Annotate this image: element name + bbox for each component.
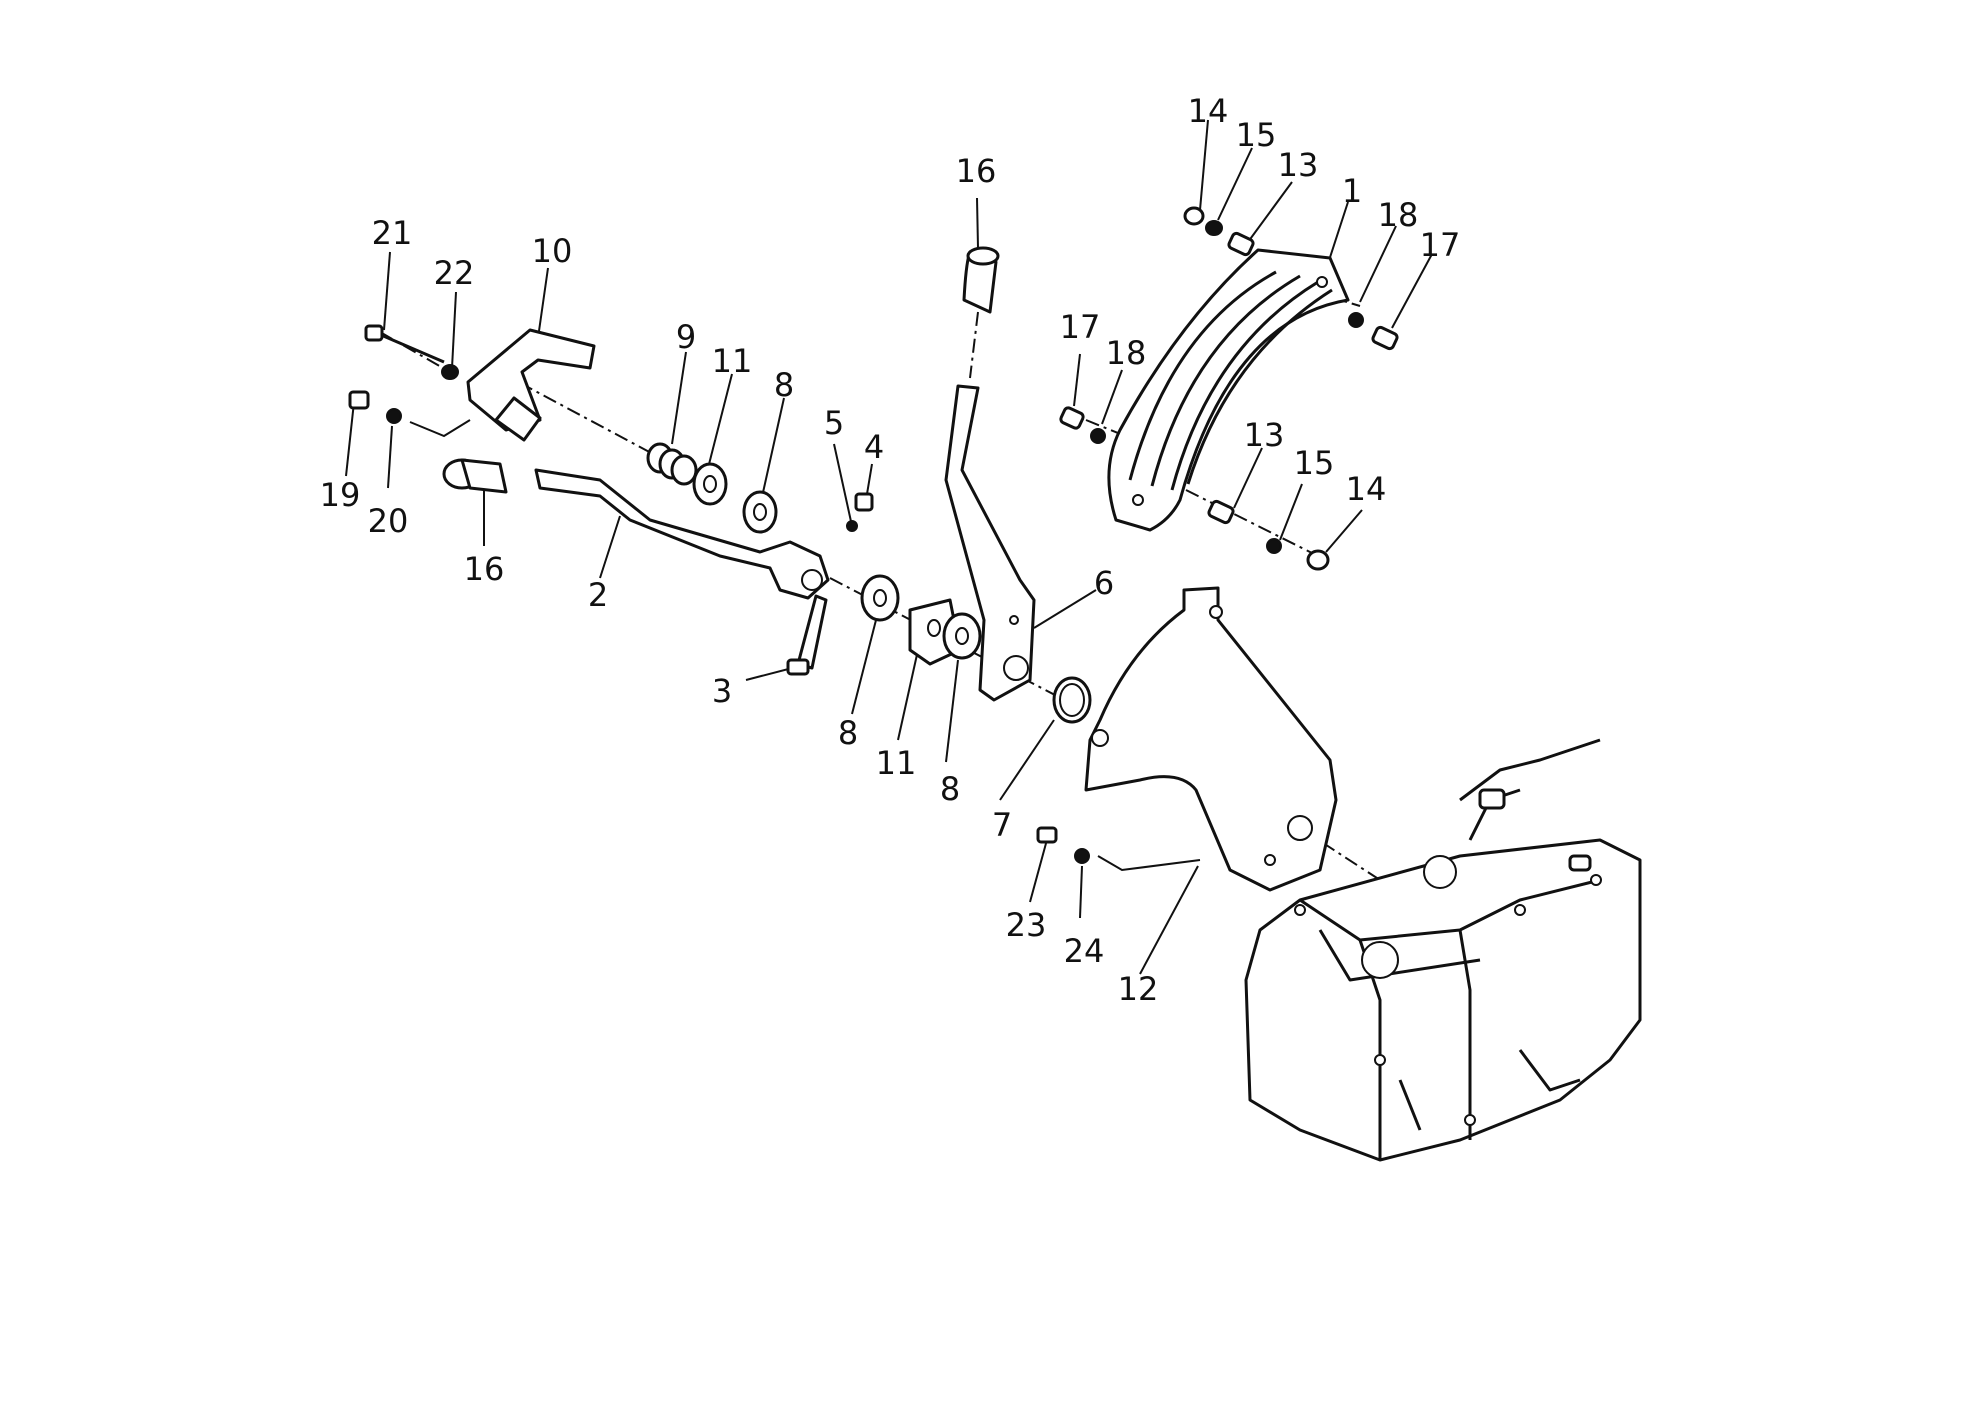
callout-5: 5 [824, 404, 844, 442]
callout-8a: 8 [774, 366, 794, 404]
left-bracket-part [348, 324, 596, 442]
callout-21: 21 [372, 214, 413, 252]
callout-16a: 16 [956, 152, 997, 190]
callout-11b: 11 [876, 744, 917, 782]
callout-24: 24 [1064, 932, 1105, 970]
callout-8c: 8 [940, 770, 960, 808]
callout-7: 7 [992, 806, 1012, 844]
lever-springs-washers [646, 442, 874, 534]
callout-22: 22 [434, 254, 475, 292]
callout-11a: 11 [712, 342, 753, 380]
callout-4: 4 [864, 428, 884, 466]
callout-2: 2 [588, 576, 608, 614]
callout-6: 6 [1094, 564, 1114, 602]
callout-14a: 14 [1188, 92, 1229, 130]
pivot-washers [860, 574, 1092, 724]
callout-17b: 17 [1060, 308, 1101, 346]
callout-18a: 18 [1378, 196, 1419, 234]
vertical-lever-part [944, 246, 1036, 702]
bracket-plate-part [1036, 586, 1338, 892]
callout-9: 9 [676, 318, 696, 356]
transmission-housing [1244, 738, 1642, 1162]
callout-20: 20 [368, 502, 409, 540]
callout-19: 19 [320, 476, 361, 514]
quadrant-fasteners [1059, 206, 1399, 571]
horizontal-lever-part [442, 458, 830, 600]
callout-14b: 14 [1346, 470, 1387, 508]
callout-18b: 18 [1106, 334, 1147, 372]
callout-13a: 13 [1278, 146, 1319, 184]
callout-15a: 15 [1236, 116, 1277, 154]
callout-1: 1 [1342, 172, 1362, 210]
bolt-part [786, 594, 828, 676]
callout-13b: 13 [1244, 416, 1285, 454]
callout-labels: 14 15 13 1 18 17 16 21 22 10 9 11 8 5 4 … [320, 92, 1461, 1008]
callout-15b: 15 [1294, 444, 1335, 482]
callout-10: 10 [532, 232, 573, 270]
callout-8b: 8 [838, 714, 858, 752]
callout-12: 12 [1118, 970, 1159, 1008]
callout-16b: 16 [464, 550, 505, 588]
callout-17a: 17 [1420, 226, 1461, 264]
callout-23: 23 [1006, 906, 1047, 944]
callout-3: 3 [712, 672, 732, 710]
quadrant-guide-part [1107, 248, 1350, 532]
